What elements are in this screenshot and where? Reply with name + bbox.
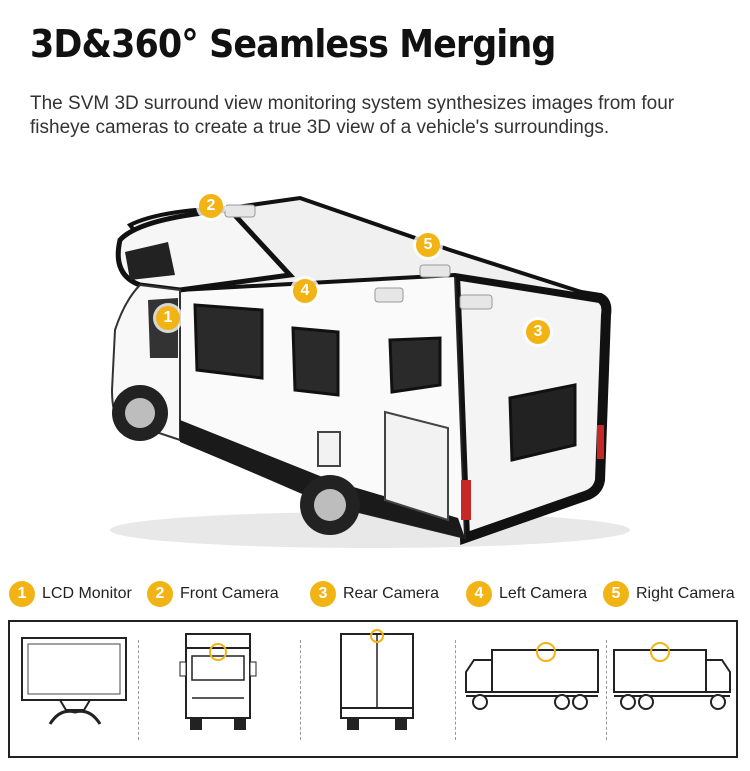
legend-item-lcd-monitor: 1 LCD Monitor [9, 580, 132, 608]
legend-label: Left Camera [499, 585, 588, 602]
divider [300, 640, 301, 740]
badge-left-camera: 4 [293, 279, 317, 303]
truck-left-side-icon [465, 642, 599, 710]
legend-number: 1 [9, 581, 35, 607]
legend-label: Rear Camera [343, 585, 440, 602]
legend-number: 3 [310, 581, 336, 607]
legend-item-front-camera: 2 Front Camera [147, 580, 279, 608]
truck-right-side-icon [613, 642, 731, 710]
legend-label: Front Camera [180, 585, 279, 602]
legend-label: LCD Monitor [42, 585, 132, 602]
legend-number: 5 [603, 581, 629, 607]
lcd-monitor-icon [21, 637, 127, 725]
motorhome-image [110, 195, 630, 548]
legend-number: 2 [147, 581, 173, 607]
legend-label: Right Camera [636, 585, 735, 602]
badge-right-camera: 5 [416, 233, 440, 257]
truck-rear-icon [340, 629, 414, 730]
description: The SVM 3D surround view monitoring syst… [30, 93, 675, 138]
divider [455, 640, 456, 740]
badge-lcd-monitor: 1 [156, 306, 180, 330]
legend: 1 LCD Monitor 2 Front Camera 3 Rear Came… [0, 580, 750, 608]
page-title: 3D&360° Seamless Merging [30, 22, 556, 66]
camera-diagram-panel [8, 620, 738, 758]
legend-item-rear-camera: 3 Rear Camera [310, 580, 439, 608]
legend-item-left-camera: 4 Left Camera [466, 580, 587, 608]
badge-front-camera: 2 [199, 194, 223, 218]
divider [138, 640, 139, 740]
divider [606, 640, 607, 740]
legend-item-right-camera: 5 Right Camera [603, 580, 735, 608]
badge-rear-camera: 3 [526, 320, 550, 344]
legend-number: 4 [466, 581, 492, 607]
truck-front-icon [179, 633, 257, 730]
